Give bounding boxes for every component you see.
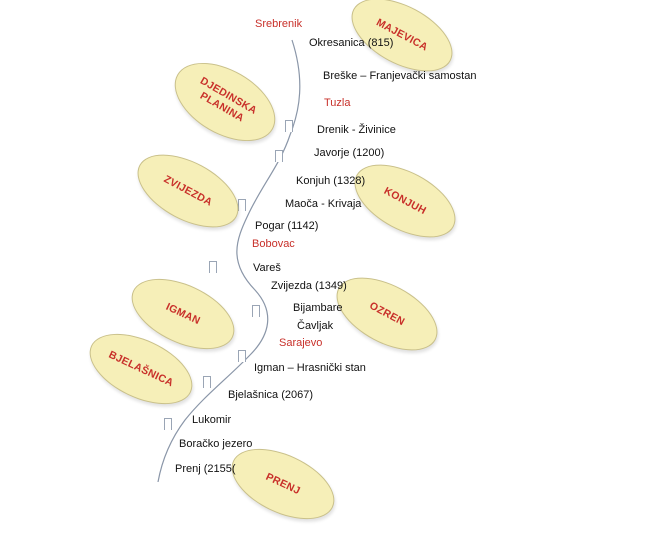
stop-label: Igman – Hrasnički stan <box>254 362 366 374</box>
stop-label: Boračko jezero <box>179 438 253 450</box>
hut-icon <box>238 350 246 362</box>
stop-label: Pogar (1142) <box>255 220 319 232</box>
stop-label: Okresanica (815) <box>309 37 394 49</box>
stop-label: Čavljak <box>297 320 334 332</box>
stop-label: Drenik - Živinice <box>317 124 396 136</box>
stop-label: Bjelašnica (2067) <box>228 389 313 401</box>
hut-icon <box>209 261 217 273</box>
stop-label: Srebrenik <box>255 18 303 30</box>
stop-label: Maoča - Krivaja <box>285 198 362 210</box>
hut-icon <box>164 418 172 430</box>
stop-label: Zvijezda (1349) <box>271 280 347 292</box>
stop-label: Javorje (1200) <box>314 147 385 159</box>
hut-icon <box>203 376 211 388</box>
stop-label: Lukomir <box>192 414 232 426</box>
stop-label: Vareš <box>253 262 281 274</box>
stop-label: Bobovac <box>252 238 295 250</box>
stop-label: Sarajevo <box>279 337 323 349</box>
stop-label: Prenj (2155( <box>175 463 236 475</box>
hut-icon <box>275 150 283 162</box>
trail-diagram: MAJEVICA DJEDINSKA PLANINA ZVIJEZDA KONJ… <box>78 0 477 534</box>
trail-line <box>157 39 301 482</box>
stop-label: Bijambare <box>293 302 343 314</box>
stop-label: Tuzla <box>324 97 351 109</box>
hut-icon <box>285 120 293 132</box>
stop-label: Breške – Franjevački samostan <box>323 70 477 82</box>
hut-icon <box>252 305 260 317</box>
stop-label: Konjuh (1328) <box>296 175 366 187</box>
trail-path <box>157 39 301 482</box>
hut-icon <box>238 199 246 211</box>
